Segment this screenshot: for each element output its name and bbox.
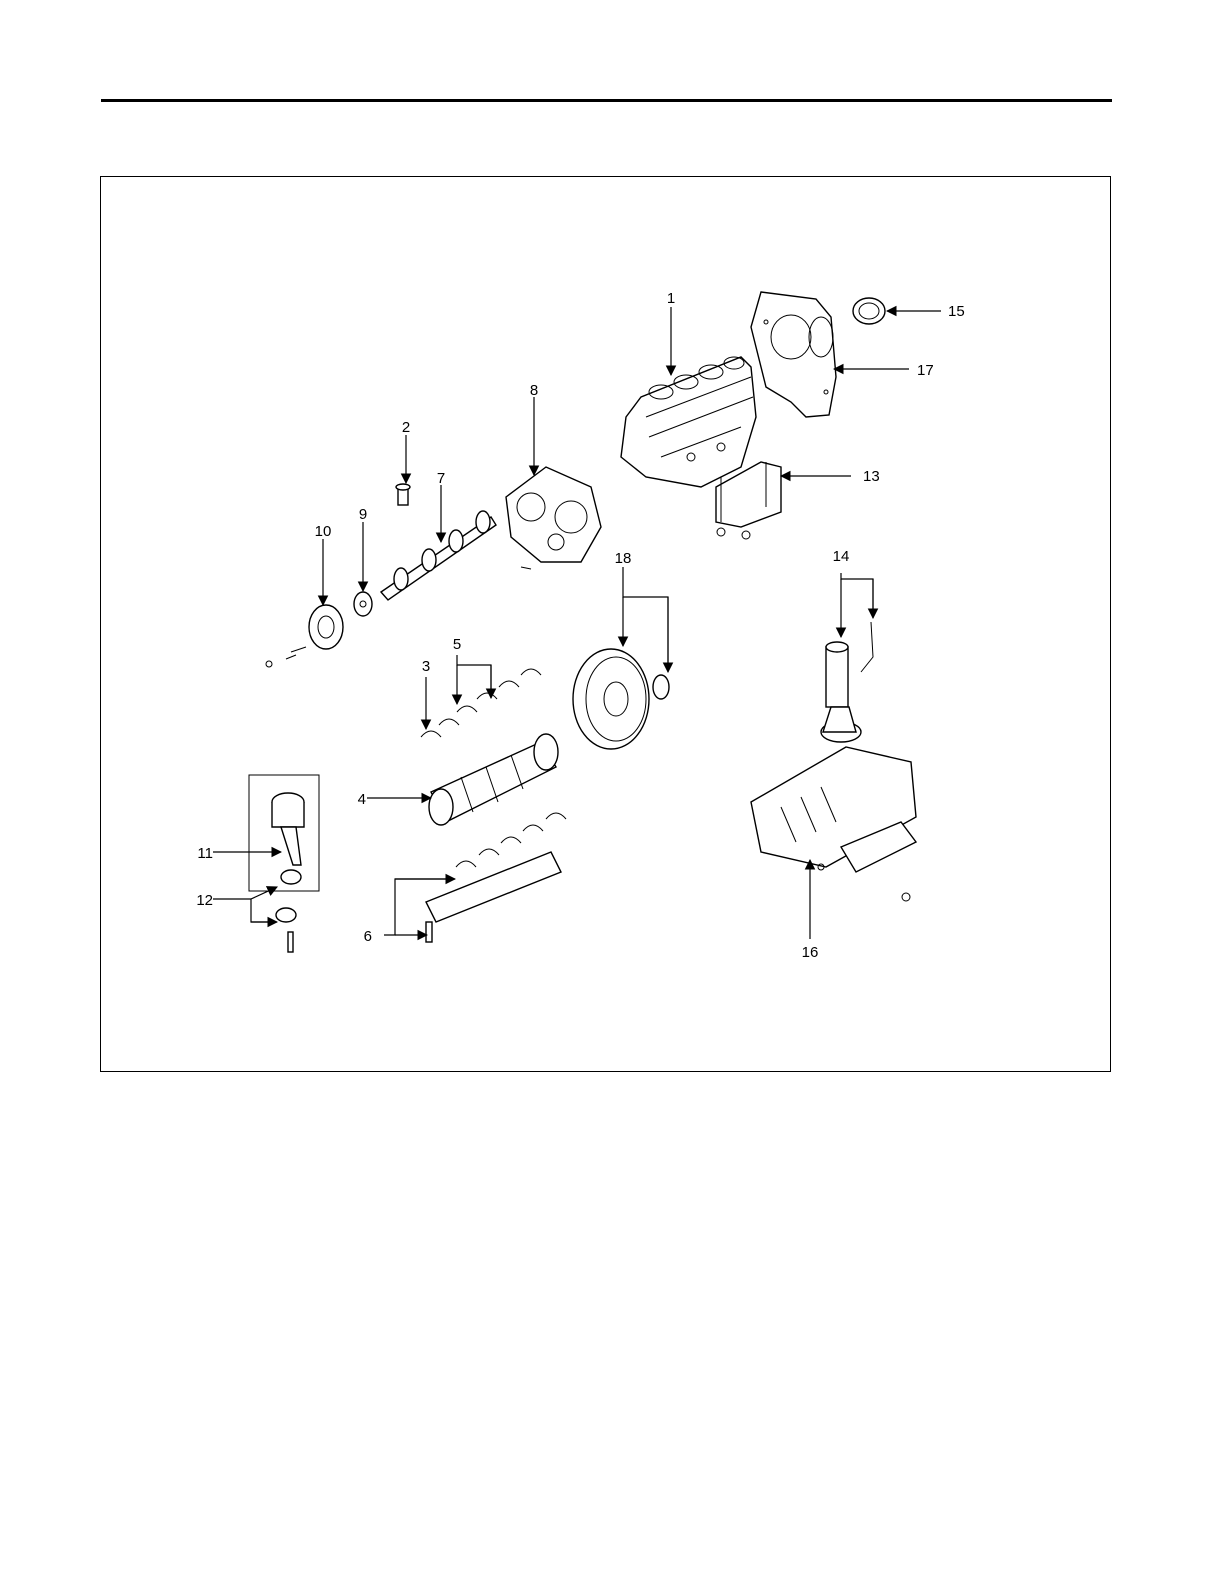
callout-13: 13 — [863, 468, 880, 485]
rear-plate-part — [751, 292, 836, 417]
callout-12: 12 — [196, 892, 213, 909]
callout-7: 7 — [437, 470, 445, 487]
callout-5: 5 — [453, 636, 461, 653]
header-rule — [101, 99, 1112, 102]
callout-6: 6 — [364, 928, 372, 945]
callout-1: 1 — [667, 290, 675, 307]
main-bearings-lower-part — [426, 813, 566, 942]
flywheel-part — [573, 649, 669, 749]
callout-3: 3 — [422, 658, 430, 675]
callout-17: 17 — [917, 362, 934, 379]
callout-8: 8 — [530, 382, 538, 399]
timing-gear-case-part — [506, 467, 601, 569]
callout-4: 4 — [358, 791, 366, 808]
camshaft-part — [381, 511, 496, 600]
bolt-part — [396, 484, 410, 505]
exploded-view-drawing: 1 2 3 4 5 6 7 8 9 10 11 12 13 14 15 16 1… — [101, 177, 1112, 1073]
callout-14: 14 — [833, 548, 850, 565]
callout-11: 11 — [197, 845, 213, 862]
camshaft-gear-part — [266, 605, 343, 667]
callout-9: 9 — [359, 506, 367, 523]
cylinder-block-part — [621, 357, 756, 487]
oil-seal-part — [853, 298, 885, 324]
thrust-plate-part — [354, 592, 372, 616]
crankshaft-part — [429, 734, 558, 825]
callout-18: 18 — [615, 550, 632, 567]
exploded-view-figure: 1 2 3 4 5 6 7 8 9 10 11 12 13 14 15 16 1… — [100, 176, 1111, 1072]
callout-2: 2 — [402, 419, 410, 436]
piston-conrod-part — [249, 775, 319, 952]
oil-pan-part — [751, 747, 916, 901]
callout-15: 15 — [948, 303, 965, 320]
main-bearings-upper-part — [421, 669, 541, 737]
oil-pump-part — [821, 622, 873, 742]
callout-16: 16 — [802, 944, 819, 961]
callout-10: 10 — [315, 523, 332, 540]
